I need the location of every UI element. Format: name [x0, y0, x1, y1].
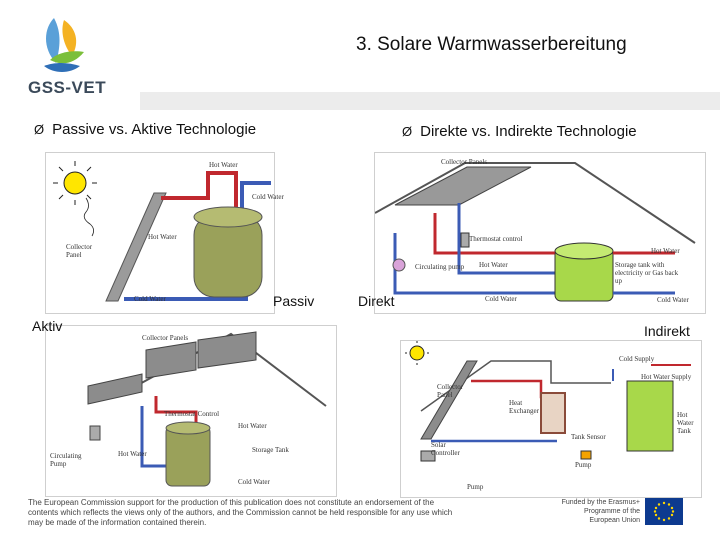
passive-diagram-drawing	[53, 161, 271, 302]
caption-direkt: Direkt	[358, 293, 395, 309]
label-cold-water: Cold Water	[485, 295, 517, 303]
label-hot-water-2: Hot Water	[118, 450, 147, 458]
indirect-diagram: Cold Supply Hot Water Supply Collector P…	[400, 340, 702, 498]
funded-by-text: Funded by the Erasmus+ Programme of the …	[561, 499, 640, 524]
direct-diagram: Collector Panels Thermostat control Hot …	[374, 152, 706, 314]
bullet-arrow-icon: Ø	[34, 122, 45, 137]
eu-flag-icon	[645, 498, 683, 525]
label-cold-water-bottom: Cold Water	[134, 295, 166, 303]
hot-pipe	[154, 396, 198, 426]
label-heat-exchanger: Heat Exchanger	[509, 399, 539, 415]
circulating-pump	[392, 258, 406, 272]
label-thermostat: Thermostat Control	[164, 410, 220, 418]
pump-icon	[580, 450, 592, 460]
label-circulating-pump: Circulating Pump	[50, 452, 82, 468]
bullet-arrow-icon: Ø	[402, 124, 413, 139]
sun-ray	[83, 197, 94, 237]
bullet-direct-indirect: Ø Direkte vs. Indirekte Technologie	[402, 123, 637, 140]
sun-icon	[405, 341, 429, 365]
caption-aktiv: Aktiv	[32, 318, 63, 334]
label-collector-panels: Collector Panels	[142, 334, 189, 342]
collector-panel	[105, 192, 167, 302]
label-circulating-pump: Circulating pump	[415, 263, 465, 271]
label-collector-panels: Collector Panels	[441, 158, 488, 166]
label-solar-controller: Solar Controller	[431, 441, 460, 457]
logo-text: GSS-VET	[28, 78, 107, 97]
bullet-right-label: Direkte vs. Indirekte Technologie	[420, 123, 637, 140]
hot-pipe	[433, 213, 607, 255]
label-cold-water: Cold Water	[238, 478, 270, 486]
label-cold-supply: Cold Supply	[619, 355, 655, 363]
collector-panel-1	[87, 373, 143, 405]
indirect-diagram-drawing	[405, 341, 691, 462]
collector-panel-2	[145, 341, 197, 379]
label-hot-water-tank: Hot Water Tank	[677, 411, 694, 435]
sun-icon	[53, 161, 97, 205]
slide-title: 3. Solare Warmwasserbereitung	[356, 34, 627, 55]
label-hot-water: Hot Water	[209, 161, 238, 169]
gss-vet-logo	[44, 18, 84, 72]
active-diagram: Collector Panels Thermostat Control Hot …	[45, 325, 337, 497]
cold-pipe	[457, 203, 575, 275]
hot-pipe	[161, 171, 238, 223]
label-cold-water-2: Cold Water	[657, 296, 689, 304]
label-hot-water-supply: Hot Water Supply	[641, 373, 692, 381]
label-pump: Pump	[575, 461, 592, 469]
bullet-left-label: Passive vs. Aktive Technologie	[52, 121, 257, 138]
passive-diagram: Hot Water Cold Water Hot Water Collector…	[45, 152, 284, 314]
solar-controller	[420, 450, 436, 462]
header-band	[140, 92, 720, 110]
thermostat-box	[460, 232, 470, 248]
label-collector: Collector Panel	[66, 243, 93, 259]
caption-passiv: Passiv	[273, 293, 315, 309]
hot-water-tank	[626, 380, 674, 452]
label-collector: Collector Panel	[437, 383, 464, 399]
label-hot-water-pipe: Hot Water	[148, 233, 177, 241]
cold-pipe	[140, 406, 172, 468]
eu-disclaimer: The European Commission support for the …	[28, 498, 453, 527]
heat-exchanger	[540, 392, 566, 434]
collector-panel	[420, 360, 478, 440]
cold-return-pipe	[393, 233, 615, 295]
bullet-passive-active: Ø Passive vs. Aktive Technologie	[34, 121, 256, 138]
collector-panel-3	[197, 331, 257, 369]
label-cold-water-top: Cold Water	[252, 193, 284, 201]
caption-indirekt: Indirekt	[644, 323, 690, 339]
label-hot-water: Hot Water	[238, 422, 267, 430]
label-storage-tank: Storage Tank	[252, 446, 289, 454]
circulating-pump	[89, 425, 101, 441]
label-pump-2: Pump	[467, 483, 484, 491]
label-hot-water: Hot Water	[651, 247, 680, 255]
label-thermostat: Thermostat control	[469, 235, 523, 243]
direct-diagram-drawing	[374, 162, 696, 302]
label-storage-tank: Storage tank with electricity or Gas bac…	[615, 261, 679, 285]
label-tank-sensor: Tank Sensor	[571, 433, 606, 441]
label-hot-water-2: Hot Water	[479, 261, 508, 269]
collector-panels	[394, 166, 532, 206]
roof-line	[374, 162, 696, 244]
storage-tank	[165, 425, 211, 487]
active-diagram-drawing	[87, 331, 327, 487]
